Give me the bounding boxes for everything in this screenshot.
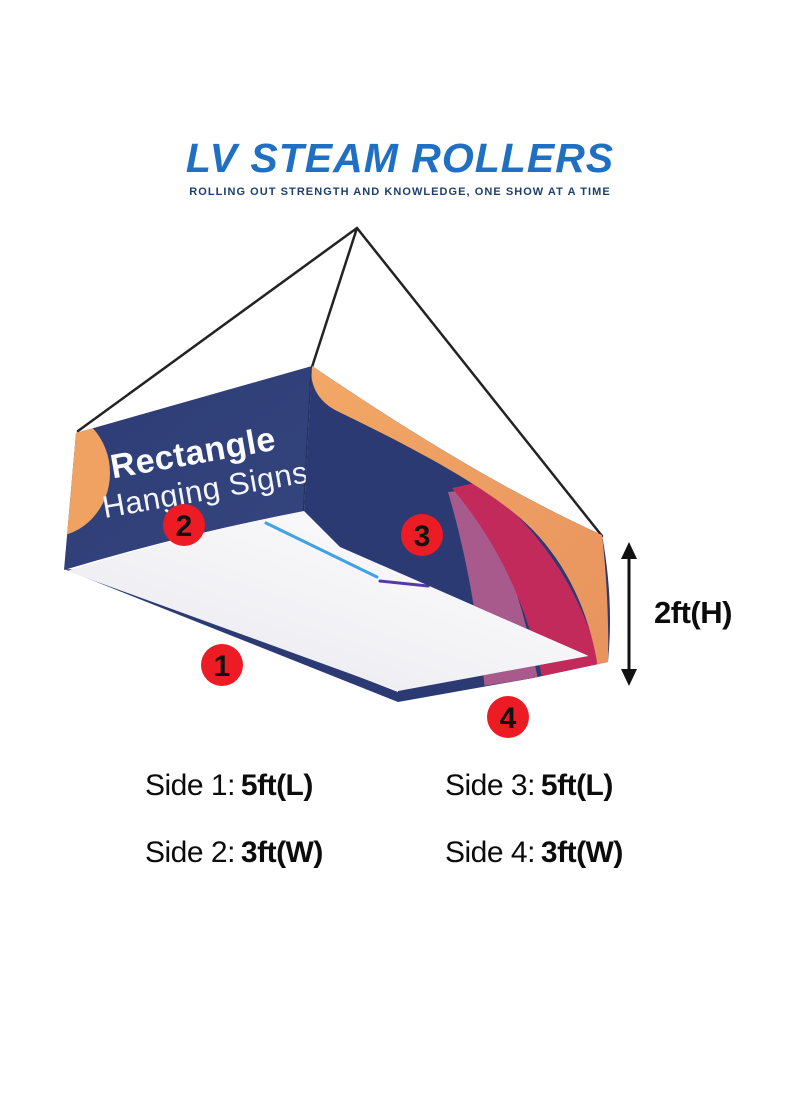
marker-3-circle: [401, 514, 443, 556]
marker-3: 3: [401, 514, 443, 556]
side-3-label: Side 3:: [445, 769, 535, 802]
marker-3-number: 3: [414, 520, 431, 553]
side-2-value: 3ft(W): [240, 836, 323, 869]
left-face-orange-corner-blob: [64, 409, 110, 537]
side-1-label: Side 1:: [145, 769, 235, 802]
side-4-dimension: Side 4:3ft(W): [445, 836, 623, 870]
marker-4: 4: [487, 696, 529, 738]
side-1-value: 5ft(L): [240, 769, 313, 802]
side-4-label: Side 4:: [445, 836, 535, 869]
marker-1: 1: [201, 644, 243, 686]
height-dimension-arrow: [621, 542, 637, 686]
sign-bottom-rim-left: [64, 569, 398, 702]
right-face-orange-band: [311, 366, 609, 668]
side-2-dimension: Side 2:3ft(W): [145, 836, 323, 870]
side-4-value: 3ft(W): [540, 836, 623, 869]
marker-2: 2: [163, 504, 205, 546]
height-label: 2ft(H): [654, 595, 732, 630]
marker-2-number: 2: [176, 510, 193, 543]
side-3-value: 5ft(L): [540, 769, 613, 802]
marker-1-number: 1: [214, 650, 231, 683]
arrow-head-up-icon: [621, 542, 637, 559]
side-3-dimension: Side 3:5ft(L): [445, 769, 613, 803]
arrow-head-down-icon: [621, 669, 637, 686]
marker-4-circle: [487, 696, 529, 738]
marker-1-circle: [201, 644, 243, 686]
side-1-dimension: Side 1:5ft(L): [145, 769, 313, 803]
logo-title: LV STEAM ROLLERS: [185, 135, 615, 181]
right-face-crimson-swoosh: [452, 482, 602, 692]
wire-lines: [76, 226, 604, 538]
side-2-label: Side 2:: [145, 836, 235, 869]
hanging-wires: [76, 226, 604, 538]
logo-tagline: ROLLING OUT STRENGTH AND KNOWLEDGE, ONE …: [189, 186, 611, 198]
marker-2-circle: [163, 504, 205, 546]
sign-interior-underside: [67, 511, 591, 691]
interior-blue-trim: [264, 521, 379, 579]
interior-purple-trim: [378, 579, 430, 588]
marker-4-number: 4: [500, 702, 517, 735]
